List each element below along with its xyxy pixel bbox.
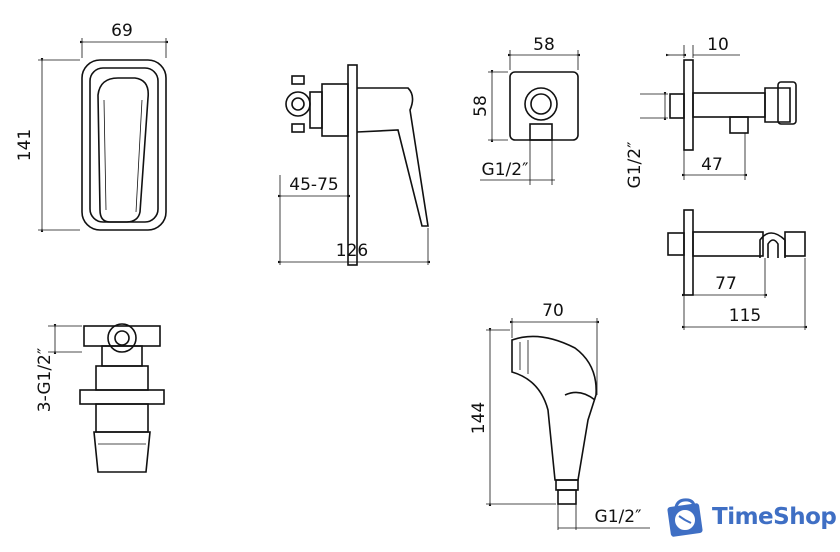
dim-height: 141: [15, 129, 35, 161]
dim-height: 58: [471, 95, 491, 117]
dim-offset: 77: [715, 274, 737, 294]
dim-width: 58: [533, 35, 555, 55]
wall-outlet: 58 58 G1/2″: [471, 35, 580, 185]
dim-length: 115: [729, 306, 761, 326]
holder-top-view: 77 115: [667, 209, 807, 330]
holder-side-view: 10 G1/2″ 47: [625, 35, 797, 189]
dim-length: 126: [336, 241, 368, 261]
dim-width: 69: [111, 21, 133, 41]
timeshop-logo: TimeShop: [666, 497, 837, 537]
dim-plate: 10: [707, 35, 729, 55]
dim-thread: G1/2″: [482, 160, 529, 180]
dim-thread: G1/2″: [595, 507, 642, 527]
hand-sprayer: 70 144 G1/2″: [469, 301, 650, 530]
bag-clock-icon: [667, 498, 703, 537]
mixer-side-view: 45-75 126: [278, 64, 430, 266]
mixer-front-view: 69 141: [15, 21, 168, 232]
dim-offset: 47: [701, 155, 723, 175]
dim-thread: G1/2″: [625, 142, 645, 189]
dim-threads: 3-G1/2″: [35, 348, 55, 412]
logo-text: TimeShop: [712, 504, 837, 530]
dim-width: 70: [542, 301, 564, 321]
valve-body: 3-G1/2″: [35, 323, 165, 473]
dim-height: 144: [469, 402, 489, 434]
dim-depth-range: 45-75: [289, 175, 338, 195]
